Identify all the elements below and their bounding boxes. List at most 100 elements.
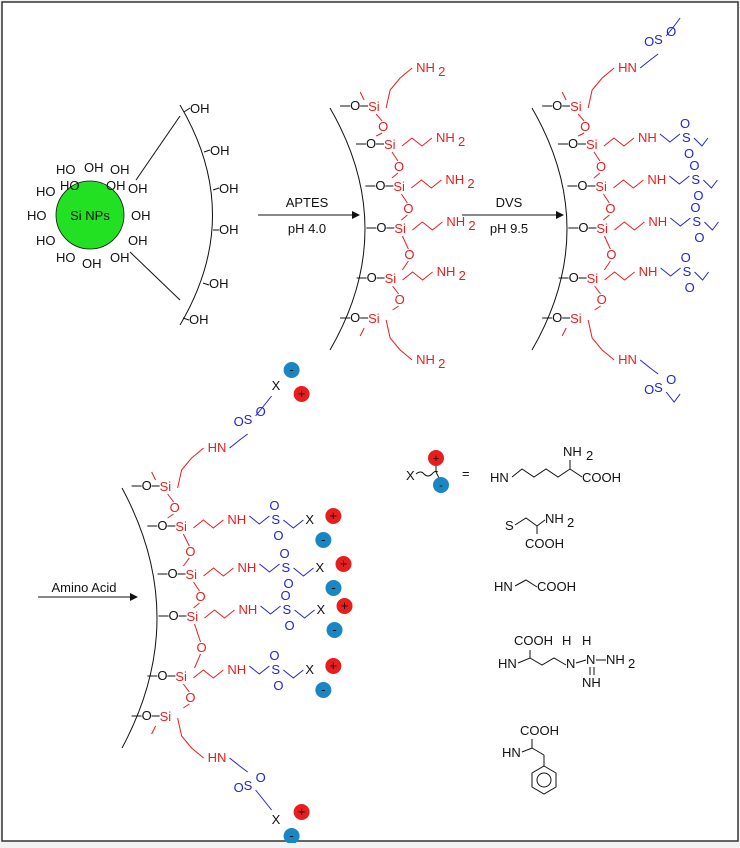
- sulfonyl-sulfur: S: [691, 172, 700, 187]
- bridging-oxygen: O: [185, 690, 195, 705]
- arrow-1-reagent: APTES: [286, 195, 329, 210]
- minus-sign: -: [289, 362, 293, 377]
- sulfonyl-sulfur: S: [244, 778, 253, 793]
- lysine-structure: HN NH 2 COOH: [490, 444, 621, 485]
- svg-text:2: 2: [628, 656, 635, 671]
- core-ho: HO: [36, 184, 56, 199]
- surface-oxygen: O: [578, 220, 588, 235]
- zoom-line: [135, 115, 181, 181]
- amine-label: NH: [416, 352, 435, 367]
- amine-subscript: 2: [467, 176, 474, 191]
- silicon-atom: Si: [175, 669, 187, 684]
- sulfonyl-oxygen: O: [283, 576, 293, 591]
- amine-label: HN: [208, 440, 227, 455]
- sulfonyl-oxygen: O: [693, 188, 703, 203]
- sulfonyl-oxygen: O: [269, 648, 279, 663]
- silicon-atom: Si: [187, 609, 199, 624]
- sulfonyl-oxygen: O: [689, 158, 699, 173]
- silicon-atom: Si: [384, 137, 396, 152]
- bridging-oxygen: O: [394, 159, 404, 174]
- sulfonyl-oxygen: O: [256, 404, 266, 419]
- svg-text:S: S: [505, 518, 514, 533]
- svg-text:NH: NH: [582, 675, 601, 690]
- svg-text:COOH: COOH: [537, 579, 576, 594]
- surface-oh: OH: [219, 222, 239, 237]
- sulfonyl-oxygen: O: [685, 280, 695, 295]
- core-oh: OH: [131, 208, 151, 223]
- silicon-atom: Si: [160, 709, 172, 724]
- sulfonyl-sulfur: S: [244, 412, 253, 427]
- silicon-atom: Si: [368, 99, 380, 114]
- sulfonyl-oxygen: O: [256, 770, 266, 785]
- amine-label: NH: [239, 602, 258, 617]
- silicon-atom: Si: [570, 311, 582, 326]
- arrow-2-condition: pH 9.5: [490, 221, 528, 236]
- minus-charge: [315, 682, 332, 698]
- svg-text:COOH: COOH: [582, 470, 621, 485]
- surface-oh: OH: [189, 312, 209, 327]
- bridging-oxygen: O: [596, 159, 606, 174]
- bridging-oxygen: O: [170, 500, 180, 515]
- amine-label: HN: [208, 750, 227, 765]
- bridging-oxygen: O: [185, 544, 195, 559]
- reaction-arrow-3: Amino Acid: [38, 580, 138, 601]
- bridging-oxygen: O: [404, 247, 414, 262]
- sulfonyl-oxygen: O: [273, 678, 283, 693]
- x-linker: X: [317, 602, 326, 617]
- sulfonyl-oxygen: O: [269, 498, 279, 513]
- arrow-1-condition: pH 4.0: [288, 221, 326, 236]
- plus-charge: [293, 804, 310, 820]
- minus-sign: -: [331, 580, 335, 595]
- sulfonyl-oxygen: O: [690, 200, 700, 215]
- minus-sign: -: [289, 828, 293, 843]
- core-label: Si NPs: [70, 208, 110, 223]
- plus-charge: [293, 386, 310, 402]
- surface-oh: OH: [219, 181, 239, 196]
- minus-sign: -: [332, 622, 336, 637]
- phenylalanine-structure: COOH HN: [502, 723, 559, 795]
- svg-text:NH: NH: [545, 511, 564, 526]
- sulfonyl-oxygen: O: [684, 146, 694, 161]
- x-linker: X: [305, 512, 314, 527]
- arrow-3-reagent: Amino Acid: [51, 580, 116, 595]
- bridging-oxygen: O: [606, 247, 616, 262]
- silicon-atom: Si: [570, 99, 582, 114]
- svg-text:COOH: COOH: [514, 633, 553, 648]
- surface-oxygen: O: [169, 608, 179, 623]
- arrow-2-reagent: DVS: [496, 195, 523, 210]
- minus-charge: [325, 580, 342, 596]
- minus-charge: [315, 532, 332, 548]
- amine-label: NH: [237, 560, 256, 575]
- core-oh: OH: [128, 181, 148, 196]
- sulfonyl-sulfur: S: [654, 380, 663, 395]
- particle-surface: [121, 487, 158, 749]
- amine-label: NH: [639, 264, 658, 279]
- surface-oxygen: O: [376, 220, 386, 235]
- core-ho: HO: [27, 208, 47, 223]
- core-oh: OH: [84, 160, 104, 175]
- plus-sign: +: [298, 804, 306, 819]
- sulfonyl-oxygen: O: [273, 528, 283, 543]
- sulfonyl-sulfur: S: [281, 560, 290, 575]
- amine-label: NH: [437, 264, 456, 279]
- bridging-oxygen: O: [197, 640, 207, 655]
- core-oh: OH: [106, 178, 126, 193]
- minus-charge: [433, 477, 449, 493]
- svg-text:N: N: [566, 656, 575, 671]
- svg-text:NH: NH: [563, 444, 582, 459]
- bridging-oxygen: O: [195, 589, 205, 604]
- si-nanoparticle: [55, 180, 125, 250]
- plus-sign: +: [298, 386, 306, 401]
- surface-oxygen: O: [569, 270, 579, 285]
- core-oh: OH: [128, 233, 148, 248]
- svg-text:COOH: COOH: [520, 723, 559, 738]
- svg-text:COOH: COOH: [525, 536, 564, 551]
- sulfonyl-oxygen: O: [694, 230, 704, 245]
- silicon-atom: Si: [393, 179, 405, 194]
- sulfonyl-oxygen: O: [666, 24, 676, 39]
- silicon-atom: Si: [185, 567, 197, 582]
- amine-label: NH: [446, 214, 465, 229]
- bridging-oxygen: O: [378, 119, 388, 134]
